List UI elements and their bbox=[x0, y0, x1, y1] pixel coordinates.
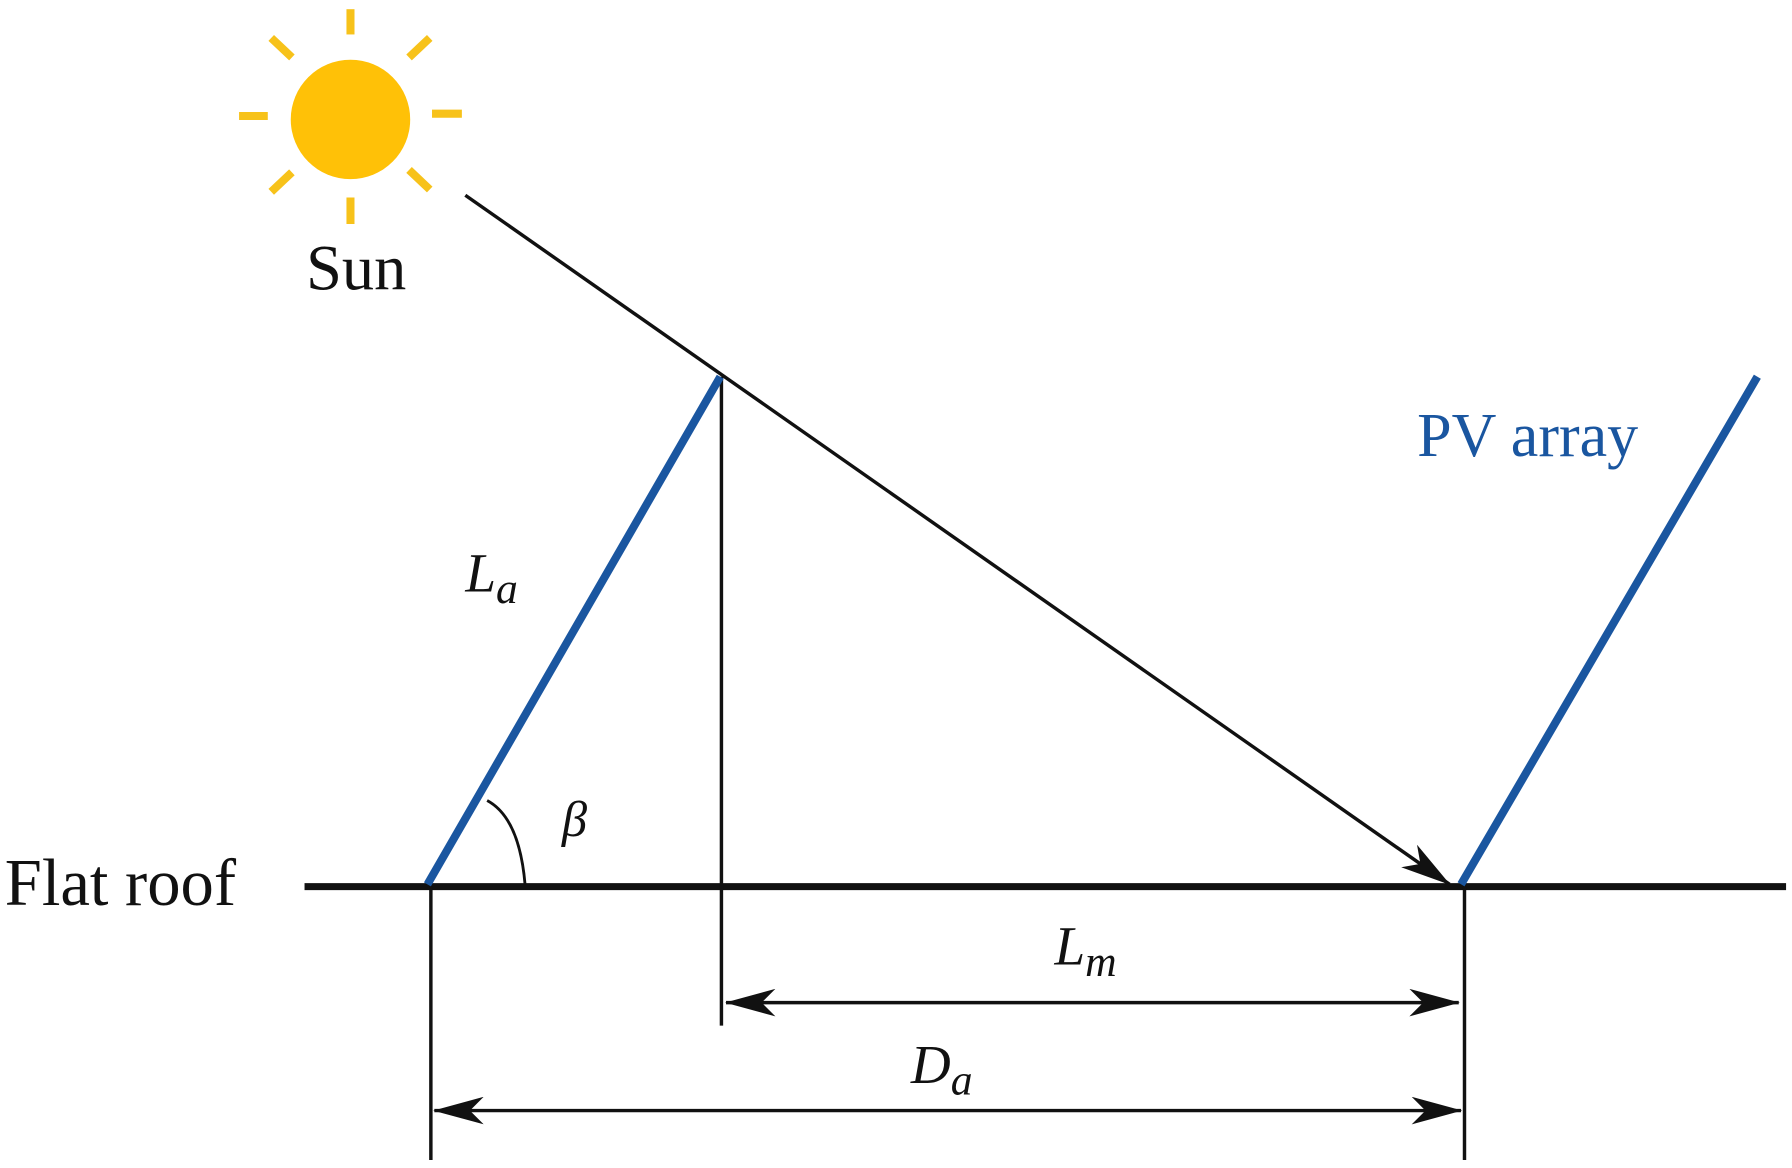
shadow-length-symbol: L bbox=[1053, 916, 1085, 977]
pv-panel-front bbox=[423, 374, 724, 887]
shadow-length-subscript: m bbox=[1085, 938, 1117, 986]
sun-icon bbox=[239, 9, 462, 224]
panel-length-subscript: a bbox=[496, 565, 518, 613]
pv-panel-rear bbox=[1457, 374, 1761, 887]
shadow-length-label: Lm bbox=[1053, 916, 1116, 986]
tilt-angle-label: β bbox=[561, 791, 588, 847]
pv-array-label: PV array bbox=[1417, 402, 1638, 470]
row-spacing-symbol: D bbox=[910, 1034, 951, 1095]
sun-label: Sun bbox=[306, 232, 406, 303]
row-spacing-label: Da bbox=[910, 1034, 973, 1104]
row-spacing-subscript: a bbox=[951, 1056, 973, 1104]
sun-ray bbox=[464, 193, 1451, 886]
panel-length-symbol: L bbox=[464, 542, 496, 603]
tilt-angle-arc bbox=[486, 799, 527, 885]
flat-roof-label: Flat roof bbox=[5, 847, 237, 920]
panel-length-label: La bbox=[464, 542, 517, 612]
